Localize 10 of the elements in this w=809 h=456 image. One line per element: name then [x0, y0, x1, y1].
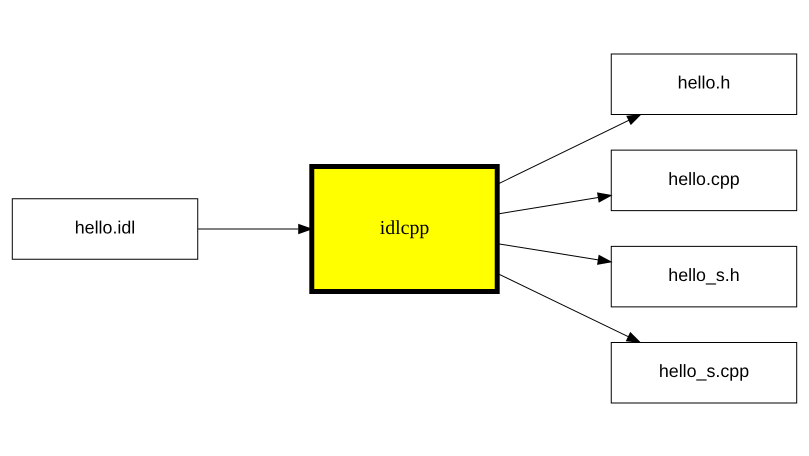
node-box: hello.idl [12, 198, 198, 260]
arrow [497, 272, 642, 343]
node-box: hello_s.h [610, 245, 798, 307]
arrow [497, 242, 613, 264]
node-box: hello.cpp [610, 149, 798, 211]
arrow [497, 113, 642, 184]
node-box: hello.h [610, 52, 798, 114]
node-box: idlcpp [309, 164, 500, 294]
node-box: hello_s.cpp [610, 342, 798, 404]
arrow [497, 192, 613, 214]
